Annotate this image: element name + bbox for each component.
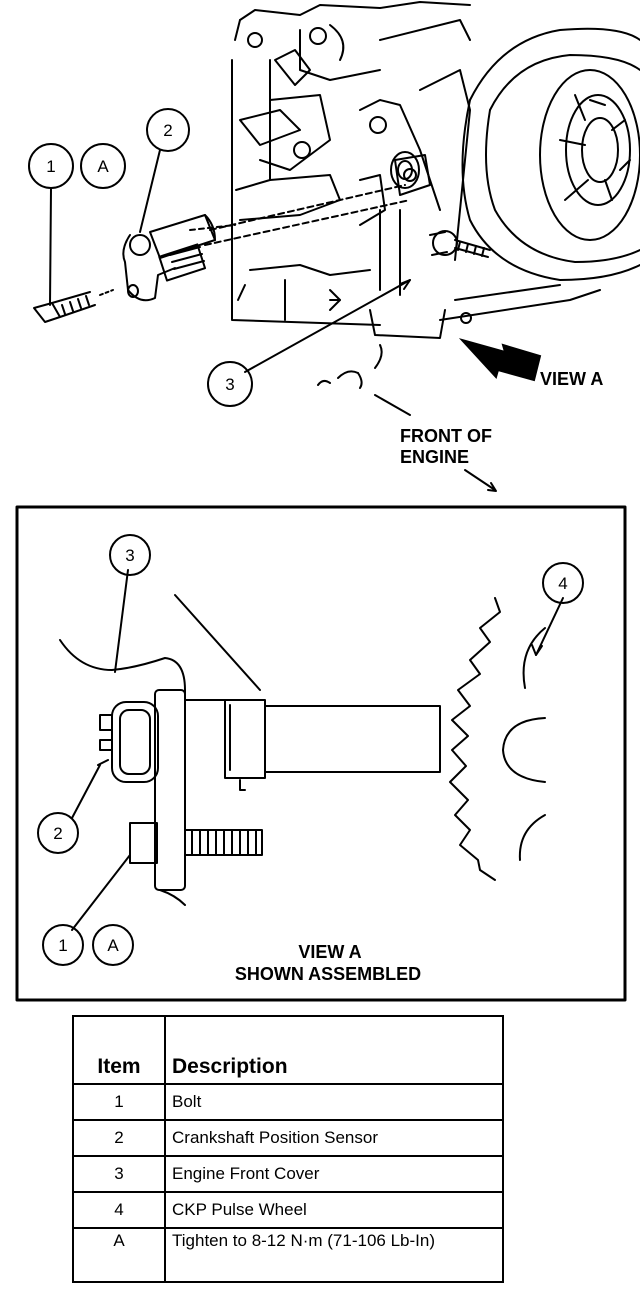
legend-header-row: Item Description: [72, 1015, 504, 1085]
view-a-label: VIEW A: [540, 369, 603, 389]
legend-item: A: [72, 1227, 166, 1283]
legend-description: Bolt: [164, 1083, 504, 1121]
callout-2-circle: [146, 108, 190, 152]
inset-callout-3: 3: [125, 546, 134, 565]
view-a-inset-frame: [15, 505, 627, 1002]
legend-item: 4: [72, 1191, 166, 1229]
inset-callout-2: 2: [53, 824, 62, 843]
crankshaft-sensor-diagram: 1 A 2 3 3 4 2 1 A VIEW A FRONT OF ENGINE…: [15, 1, 640, 1002]
inset-bolt-drawing: [129, 822, 263, 864]
callout-1: 1: [46, 157, 55, 176]
callout-a-circle: [80, 143, 126, 189]
bolt-upper-drawing: [33, 289, 114, 323]
callout-3-circle: [207, 361, 253, 407]
legend-description: Crankshaft Position Sensor: [164, 1119, 504, 1157]
engine-block-drawing: [231, 1, 601, 389]
front-of-engine-line1: FRONT OF: [400, 426, 492, 446]
legend-row: 3 Engine Front Cover: [72, 1155, 504, 1193]
callout-1-leader: [49, 187, 52, 306]
legend-description: Tighten to 8-12 N·m (71-106 Lb-In): [164, 1227, 504, 1283]
legend-item: 3: [72, 1155, 166, 1193]
inset-sensor-drawing: [97, 689, 441, 906]
callout-3: 3: [225, 375, 234, 394]
inset-callout-4: 4: [558, 574, 567, 593]
legend-header-item: Item: [72, 1015, 166, 1085]
crankshaft-pulley-drawing: [461, 27, 640, 281]
callout-2-leader: [139, 149, 161, 233]
view-a-arrow: [458, 338, 542, 382]
legend-description: Engine Front Cover: [164, 1155, 504, 1193]
front-arrow-line: [464, 469, 496, 491]
inset-callout-4-circle: [542, 562, 584, 604]
legend-row: 2 Crankshaft Position Sensor: [72, 1119, 504, 1157]
cover-boss-drawing: [390, 151, 491, 258]
legend-item: 1: [72, 1083, 166, 1121]
inset-callout-a: A: [107, 936, 119, 955]
front-leader-line: [374, 394, 411, 416]
inset-callout-a-circle: [92, 924, 134, 966]
inset-pulse-wheel-drawing: [449, 597, 564, 881]
inset-title-line1: VIEW A: [298, 942, 361, 962]
legend-description: CKP Pulse Wheel: [164, 1191, 504, 1229]
inset-callout-2-circle: [37, 812, 79, 854]
legend-row: 1 Bolt: [72, 1083, 504, 1121]
inset-callout-1-circle: [42, 924, 84, 966]
callout-1-circle: [28, 143, 74, 189]
inset-title-line2: SHOWN ASSEMBLED: [235, 964, 421, 984]
legend-row: A Tighten to 8-12 N·m (71-106 Lb-In): [72, 1227, 504, 1283]
sensor-exploded-drawing: [122, 214, 216, 302]
callout-a: A: [97, 157, 109, 176]
callout-2: 2: [163, 121, 172, 140]
inset-callout-3-circle: [109, 534, 151, 576]
parts-legend-table: Item Description 1 Bolt 2 Crankshaft Pos…: [72, 1015, 504, 1283]
inset-callout-1: 1: [58, 936, 67, 955]
callout-3-leader: [244, 279, 411, 373]
front-of-engine-line2: ENGINE: [400, 447, 469, 467]
legend-row: 4 CKP Pulse Wheel: [72, 1191, 504, 1229]
legend-header-description: Description: [164, 1015, 504, 1085]
legend-item: 2: [72, 1119, 166, 1157]
